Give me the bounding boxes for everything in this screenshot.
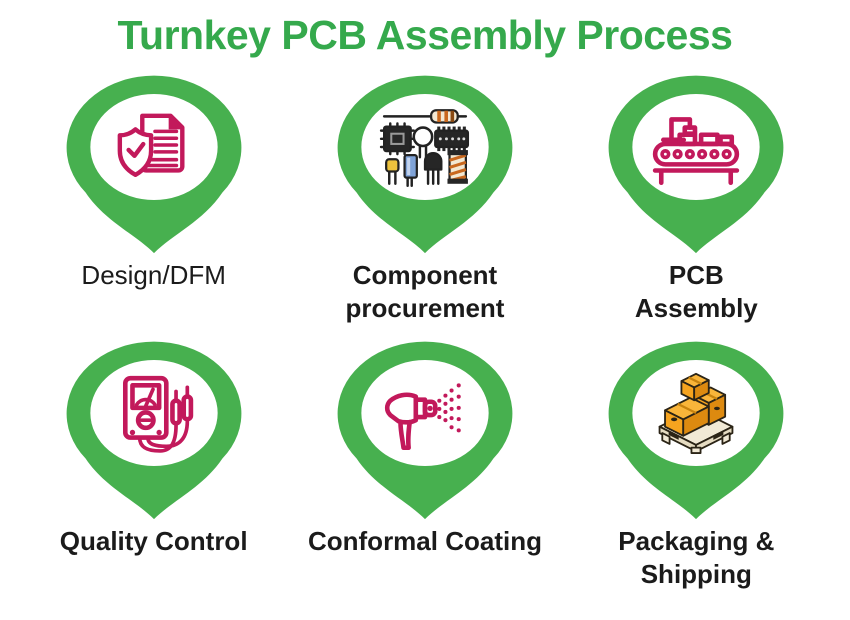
pin-marker-shape [337, 341, 513, 520]
map-pin [59, 341, 249, 521]
step-design-dfm: Design/DFM [18, 75, 289, 341]
map-pin [330, 341, 520, 521]
electronic-components-icon [378, 106, 472, 188]
shield-document-icon [107, 106, 201, 188]
multimeter-icon [107, 372, 201, 454]
step-label: Design/DFM [81, 260, 226, 290]
assembly-line-icon [649, 106, 743, 188]
step-label: Conformal Coating [307, 526, 542, 556]
map-pin [601, 341, 791, 521]
step-quality-control: Quality Control [18, 341, 289, 607]
page-title: Turnkey PCB Assembly Process [117, 12, 733, 58]
step-packaging-shipping: Packaging & Shipping [561, 341, 832, 607]
steps-grid: Design/DFM [0, 75, 850, 607]
step-conformal-coating: Conformal Coating [289, 341, 560, 607]
step-pcb-assembly: PCB Assembly [561, 75, 832, 341]
pallet-boxes-icon [649, 372, 743, 454]
map-pin [601, 75, 791, 255]
step-component-procurement: Component procurement [289, 75, 560, 341]
step-label: Packaging & Shipping [618, 526, 775, 589]
step-label: PCB Assembly [634, 260, 758, 323]
map-pin [330, 75, 520, 255]
spray-gun-icon [378, 372, 472, 454]
step-label: Component procurement [345, 260, 505, 323]
step-label: Quality Control [59, 526, 248, 556]
map-pin [59, 75, 249, 255]
